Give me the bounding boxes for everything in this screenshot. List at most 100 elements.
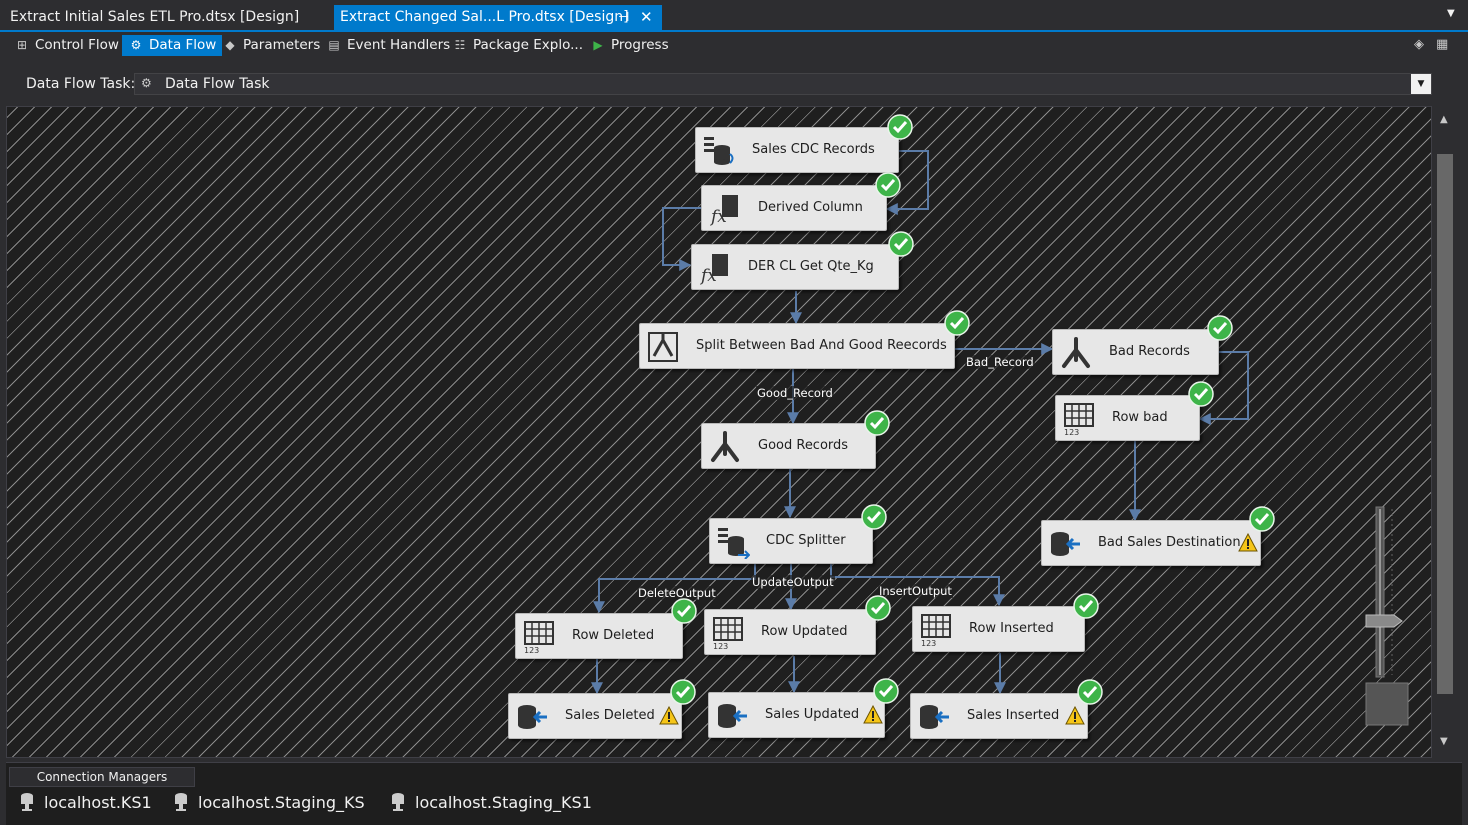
parameters-icon: ◆ xyxy=(225,38,235,52)
svg-text:123: 123 xyxy=(1064,428,1079,436)
component-bad-sales-destination[interactable]: Bad Sales Destination xyxy=(1041,520,1261,566)
component-sales-deleted[interactable]: Sales Deleted xyxy=(508,693,682,739)
cdc-splitter-icon xyxy=(718,528,750,559)
tab-label: Parameters xyxy=(243,37,321,53)
svg-text:123: 123 xyxy=(713,642,728,650)
component-row-inserted[interactable]: 123 Row Inserted xyxy=(912,606,1085,652)
component-label: Row Deleted xyxy=(572,628,655,643)
component-label: Derived Column xyxy=(758,200,863,215)
scroll-down-icon[interactable]: ▼ xyxy=(1440,736,1448,747)
derived-column-icon: fx xyxy=(699,254,728,285)
task-selector-value: Data Flow Task xyxy=(165,76,270,92)
component-bad-records[interactable]: Bad Records xyxy=(1052,329,1219,375)
data-flow-canvas[interactable]: Bad_Record Good_Record UpdateOutput Dele… xyxy=(6,106,1432,758)
canvas-vertical-scrollbar[interactable]: ▲ ▼ xyxy=(1436,106,1456,758)
connection-manager-item[interactable]: localhost.KS1 xyxy=(20,791,152,815)
event-handlers-icon: ▤ xyxy=(328,38,340,52)
component-label: DER CL Get Qte_Kg xyxy=(748,259,874,274)
task-selector-dropdown[interactable]: ⚙ Data Flow Task ▼ xyxy=(134,73,1432,95)
success-check-icon xyxy=(1073,593,1099,619)
component-label: Bad Records xyxy=(1109,344,1190,359)
svg-text:fx: fx xyxy=(699,266,717,285)
pin-icon[interactable]: ⊣ xyxy=(618,10,630,25)
close-icon[interactable]: ✕ xyxy=(640,8,653,26)
data-flow-task-icon: ⚙ xyxy=(141,76,152,90)
document-tab-changed-sales[interactable]: Extract Changed Sal...L Pro.dtsx [Design… xyxy=(334,5,662,30)
connection-managers-tab[interactable]: Connection Managers xyxy=(9,767,195,787)
component-label: Row bad xyxy=(1112,410,1168,425)
tab-label: Package Explo... xyxy=(473,37,583,53)
row-count-icon: 123 xyxy=(921,614,951,647)
task-selector-label: Data Flow Task: xyxy=(26,76,136,92)
warning-icon xyxy=(659,706,679,725)
tab-label: Data Flow xyxy=(149,37,217,53)
component-split-bad-good-records[interactable]: Split Between Bad And Good Reecords xyxy=(639,323,955,369)
variables-icon[interactable]: ▦ xyxy=(1436,37,1461,52)
document-tab-label: Extract Changed Sal...L Pro.dtsx [Design… xyxy=(340,9,629,25)
component-sales-inserted[interactable]: Sales Inserted xyxy=(910,693,1088,739)
tab-control-flow[interactable]: ⊞ Control Flow xyxy=(8,35,125,56)
data-flow-icon: ⚙ xyxy=(130,38,142,52)
tab-label: Event Handlers xyxy=(347,37,451,53)
svg-text:123: 123 xyxy=(921,639,936,647)
derived-column-icon: fx xyxy=(709,195,738,226)
component-row-bad[interactable]: 123 Row bad xyxy=(1055,395,1200,441)
tab-strip-divider xyxy=(0,30,1468,32)
component-row-updated[interactable]: 123 Row Updated xyxy=(704,609,876,655)
conditional-split-icon xyxy=(648,332,678,362)
connection-plug-icon xyxy=(392,793,404,811)
connection-managers-panel: Connection Managers localhost.KS1 localh… xyxy=(6,762,1462,825)
success-check-icon xyxy=(875,172,901,198)
path-bad-records-to-row-bad[interactable] xyxy=(1198,351,1249,425)
connection-manager-name: localhost.Staging_KS1 xyxy=(415,793,592,812)
multicast-icon xyxy=(1062,337,1090,368)
zoom-slider[interactable] xyxy=(1364,505,1410,727)
component-derived-column[interactable]: fx Derived Column xyxy=(701,185,887,231)
component-label: Sales Inserted xyxy=(967,708,1060,723)
toolbox-icon[interactable]: ◈ xyxy=(1414,37,1436,52)
path-label-delete-output: DeleteOutput xyxy=(637,586,717,600)
connection-manager-item[interactable]: localhost.Staging_KS xyxy=(174,791,365,815)
connection-manager-item[interactable]: localhost.Staging_KS1 xyxy=(391,791,592,815)
success-check-icon xyxy=(873,678,899,704)
document-tab-initial-sales[interactable]: Extract Initial Sales ETL Pro.dtsx [Desi… xyxy=(10,9,300,25)
row-count-icon: 123 xyxy=(524,621,554,654)
connection-manager-name: localhost.KS1 xyxy=(44,793,152,812)
tab-label: Control Flow xyxy=(35,37,119,53)
success-check-icon xyxy=(944,310,970,336)
path-insert-output[interactable] xyxy=(830,564,1005,607)
row-count-icon: 123 xyxy=(713,617,743,650)
tab-list-dropdown-icon[interactable]: ▼ xyxy=(1447,8,1455,19)
zoom-slider-thumb[interactable] xyxy=(1365,614,1403,628)
ole-db-destination-icon xyxy=(920,705,949,729)
scroll-up-icon[interactable]: ▲ xyxy=(1440,114,1448,125)
chevron-down-icon[interactable]: ▼ xyxy=(1411,74,1431,94)
component-sales-cdc-records[interactable]: Sales CDC Records xyxy=(695,127,899,173)
zoom-to-fit-button[interactable] xyxy=(1365,682,1409,726)
path-delete-output[interactable] xyxy=(593,564,756,614)
tab-parameters[interactable]: ◆ Parameters xyxy=(216,35,326,56)
tab-package-explorer[interactable]: ☷Package Explo... xyxy=(446,35,589,56)
svg-text:fx: fx xyxy=(709,207,727,226)
component-der-cl-get-qte-kg[interactable]: fx DER CL Get Qte_Kg xyxy=(691,244,899,290)
warning-icon xyxy=(1065,706,1085,725)
success-check-icon xyxy=(865,595,891,621)
component-label: Split Between Bad And Good Reecords xyxy=(696,338,947,353)
component-cdc-splitter[interactable]: CDC Splitter xyxy=(709,518,873,564)
path-label-insert-output: InsertOutput xyxy=(878,584,953,598)
component-row-deleted[interactable]: 123 Row Deleted xyxy=(515,613,683,659)
connection-manager-name: localhost.Staging_KS xyxy=(198,793,365,812)
control-flow-icon: ⊞ xyxy=(16,38,28,52)
path-cdc-to-derived[interactable] xyxy=(885,150,929,215)
tab-event-handlers[interactable]: ▤ Event Handlers xyxy=(320,35,456,56)
component-good-records[interactable]: Good Records xyxy=(701,423,876,469)
tab-progress[interactable]: ▶Progress xyxy=(584,35,675,56)
svg-text:123: 123 xyxy=(524,646,539,654)
component-sales-updated[interactable]: Sales Updated xyxy=(708,692,885,738)
tab-data-flow[interactable]: ⚙ Data Flow xyxy=(122,35,223,56)
scrollbar-thumb[interactable] xyxy=(1437,154,1453,694)
path-derived-to-der-cl[interactable] xyxy=(662,207,701,271)
component-label: Good Records xyxy=(758,438,849,453)
document-tab-strip: Extract Initial Sales ETL Pro.dtsx [Desi… xyxy=(0,0,1468,32)
warning-icon xyxy=(1238,533,1258,552)
